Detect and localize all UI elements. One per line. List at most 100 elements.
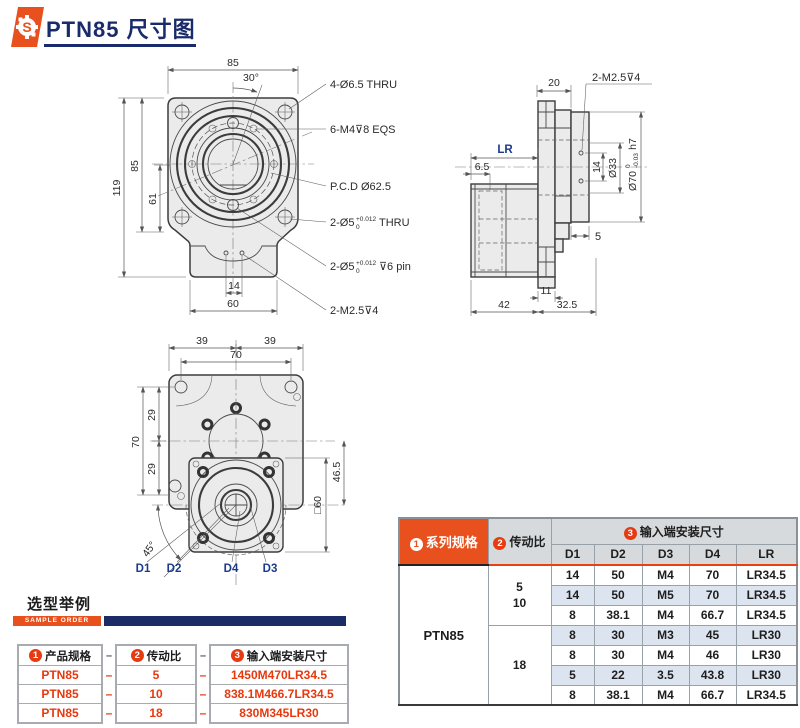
series-header-label: 系列规格 xyxy=(425,535,478,550)
spec-cell: 8 xyxy=(550,624,595,646)
dim-front-height: 119 xyxy=(111,179,123,196)
sample-order-subheading: SAMPLE ORDER xyxy=(24,617,90,624)
front-view-drawing: 85 30° 119 85 61 14 60 4-Ø6.5 THRU 6-M4⊽… xyxy=(111,57,411,317)
dim-bottom-70-left: 70 xyxy=(130,436,142,448)
spec-cell: 46 xyxy=(688,644,737,666)
spec-cell: 38.1 xyxy=(593,604,643,626)
spec-cell: 30 xyxy=(593,624,643,646)
col-header-d2: D2 xyxy=(593,543,643,566)
circled-number-1: 1 xyxy=(409,538,423,551)
spec-cell: M4 xyxy=(641,644,690,666)
circled-number-3: 3 xyxy=(230,649,244,662)
order-ratio-value: 5 xyxy=(117,665,195,684)
dash: – xyxy=(105,667,113,682)
spec-cell: LR30 xyxy=(735,664,798,686)
sample-order-accent-bar xyxy=(104,616,346,626)
dim-bottom-29-lower: 29 xyxy=(146,463,158,475)
spec-cell: LR34.5 xyxy=(735,684,798,706)
title-underline xyxy=(44,44,196,47)
col-header-d4: D4 xyxy=(688,543,737,566)
callout-d5-pin-tol-dn: 0 xyxy=(356,268,360,275)
dim-side-42: 42 xyxy=(498,299,510,311)
logo-letter: S xyxy=(22,19,31,35)
dim-side-lr: LR xyxy=(497,144,513,156)
bottom-view-drawing: 39 39 70 70 29 29 46.5 □60 45° D1 D2 D4 … xyxy=(130,335,347,585)
dim-side-d70: Ø70 xyxy=(627,171,639,191)
order-model-value: PTN85 xyxy=(19,703,101,722)
order-code-value: 838.1M466.7LR34.5 xyxy=(211,684,347,703)
ratio-group-5-10: 5 10 xyxy=(487,564,552,626)
pcd-holes xyxy=(188,117,278,211)
dim-side-d70-tol-up: 0 xyxy=(625,164,632,168)
dash: – xyxy=(105,649,113,662)
callout-m25-front: 2-M2.5⊽4 xyxy=(330,305,378,317)
side-view-drawing: 20 2-M2.5⊽4 LR 6.5 14 Ø33 Ø70 0 -0.03 h7… xyxy=(455,72,652,316)
spec-cell: M3 xyxy=(641,624,690,646)
ratio-header-label: 传动比 xyxy=(509,535,546,549)
callout-d5-pin: 2-Ø5 xyxy=(330,261,354,273)
logo-gear-teeth xyxy=(16,15,38,39)
dim-side-hole-span: 14 xyxy=(591,161,603,173)
dim-bottom-29-upper: 29 xyxy=(146,409,158,421)
brand-logo: S xyxy=(11,7,44,47)
order-model-value: PTN85 xyxy=(19,665,101,684)
circled-number-2: 2 xyxy=(130,649,144,662)
spec-cell: 8 xyxy=(550,604,595,626)
ratio-value: 5 xyxy=(516,580,523,595)
dim-bottom-39-right: 39 xyxy=(264,335,276,347)
dash: – xyxy=(199,667,207,682)
sample-order-subheading-bar: SAMPLE ORDER xyxy=(13,616,101,626)
dash: – xyxy=(199,705,207,720)
mount-header-label: 输入端安装尺寸 xyxy=(639,524,724,539)
dim-side-d70-tol-dn: -0.03 xyxy=(633,153,640,168)
spec-cell: LR34.5 xyxy=(735,564,798,586)
page-title: PTN85 尺寸图 xyxy=(46,17,196,42)
callout-m25-side: 2-M2.5⊽4 xyxy=(592,72,640,84)
callout-pcd: P.C.D Ø62.5 xyxy=(330,181,391,193)
spec-cell: 50 xyxy=(593,564,643,586)
dim-front-square: 85 xyxy=(129,160,141,172)
corner-mount-holes xyxy=(172,102,295,227)
spec-cell: M4 xyxy=(641,604,690,626)
dim-side-d70-fit: h7 xyxy=(627,138,639,150)
sample-order-heading: 选型举例 xyxy=(27,596,92,613)
dim-side-flange-width: 20 xyxy=(548,77,560,89)
dim-side-d33: Ø33 xyxy=(607,158,619,178)
dim-front-width: 85 xyxy=(227,57,239,69)
dash: – xyxy=(105,686,113,701)
col-header-d3: D3 xyxy=(641,543,690,566)
dimension-drawings: 85 30° 119 85 61 14 60 4-Ø6.5 THRU 6-M4⊽… xyxy=(111,57,652,585)
dim-bottom-70-top: 70 xyxy=(230,349,242,361)
order-model-value: PTN85 xyxy=(19,684,101,703)
spec-cell: M4 xyxy=(641,564,690,586)
spec-cell: 66.7 xyxy=(688,684,737,706)
spec-cell: 5 xyxy=(550,664,595,686)
callout-d5-thru-suffix: THRU xyxy=(379,217,410,229)
order-dash-column: – – – – xyxy=(103,646,115,724)
label-d2: D2 xyxy=(167,563,182,575)
callout-d5-pin-suffix: ⊽6 pin xyxy=(379,261,411,273)
spec-cell: 38.1 xyxy=(593,684,643,706)
dim-bottom-46-5: 46.5 xyxy=(331,462,343,483)
spec-cell: 70 xyxy=(688,564,737,586)
spec-cell: 22 xyxy=(593,664,643,686)
dim-front-pin-span: 14 xyxy=(228,280,240,292)
spec-cell: 30 xyxy=(593,644,643,666)
ratio-value: 10 xyxy=(512,596,527,611)
order-code-value: 830M345LR30 xyxy=(211,703,347,722)
order-ratio-value: 18 xyxy=(117,703,195,722)
dim-front-bottom-width: 60 xyxy=(227,298,239,310)
dim-bottom-sq60: □60 xyxy=(312,496,324,514)
callout-m4-holes: 6-M4⊽8 EQS xyxy=(330,124,396,136)
order-dash-column: – – – – xyxy=(197,646,209,724)
spec-cell: 3.5 xyxy=(641,664,690,686)
dim-side-32-5: 32.5 xyxy=(557,299,578,311)
spec-cell: 8 xyxy=(550,644,595,666)
